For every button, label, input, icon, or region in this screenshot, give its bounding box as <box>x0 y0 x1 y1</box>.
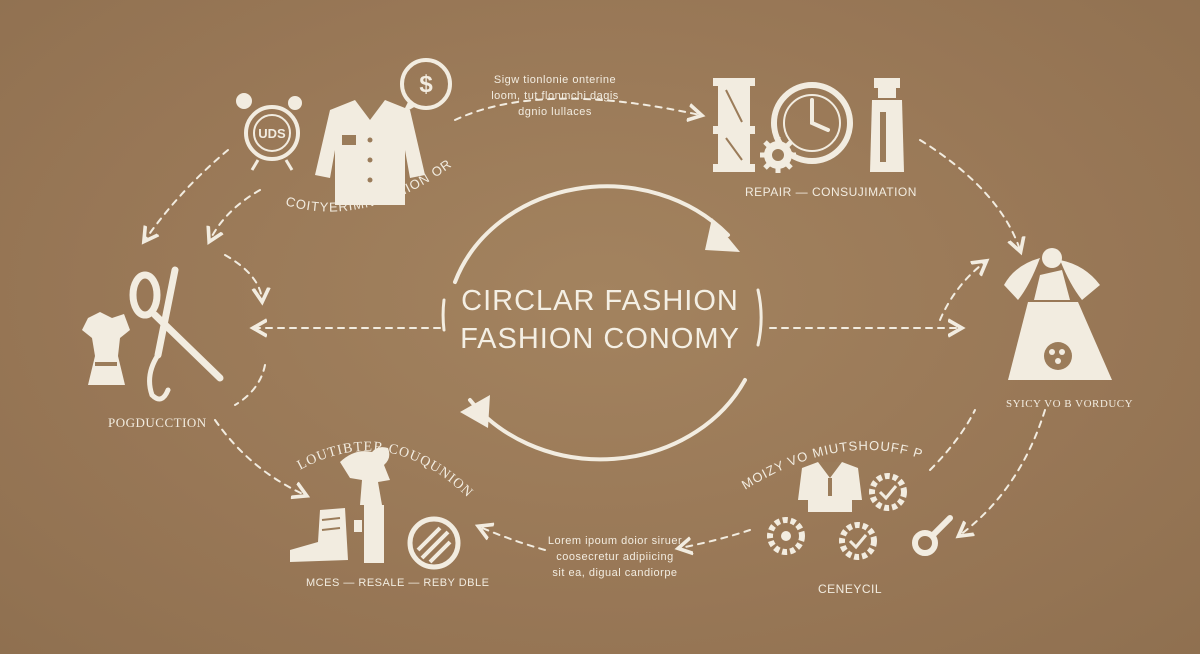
gear-icon <box>760 137 796 173</box>
shirt-icon <box>315 100 425 205</box>
resale-label: MCES — RESALE — REBY DBLE <box>306 577 490 589</box>
right-node-label: SYICY VO B VORDUCY <box>1006 398 1134 410</box>
figure-icon <box>340 447 390 563</box>
bottom-left-arc-label: LOUTIBTER COUQUNIONIONTIOTION <box>0 0 475 501</box>
cycle-arc-bottom <box>468 378 747 462</box>
badge-text: UDS <box>258 126 286 141</box>
polo-shirt-icon <box>798 462 862 512</box>
connector-production-to-bottom <box>214 419 305 495</box>
cycle-arc-left <box>441 298 446 332</box>
clock-icon <box>771 82 853 164</box>
connector-shirt-to-production <box>210 189 261 240</box>
wrench-icon <box>912 515 953 556</box>
connector-badge-to-production <box>145 149 229 240</box>
bottom-note-line: coosecretur adipiicing <box>556 551 674 563</box>
top-left-arc-label: COITYERIMN NANION OR DECOOFY <box>0 0 457 215</box>
cycle-arc-right <box>756 288 763 347</box>
connector-right-to-recycle <box>960 409 1046 535</box>
dress-form-icon <box>82 312 130 385</box>
svg-text:COITYERIMN NANION OR DECOOFY: COITYERIMN NANION OR DECOOFY <box>0 0 458 215</box>
top-note-line: loom, tut flonmchi dagis <box>491 90 619 102</box>
center-title-line1: CIRCLAR FASHION <box>461 285 739 317</box>
price-bubble-icon <box>400 58 452 114</box>
svg-text:LOUTIBTER COUQUNIONIONTIOTION: LOUTIBTER COUQUNIONIONTIOTION <box>0 0 476 501</box>
thread-spool-icon <box>713 78 755 172</box>
connector-recycle-up <box>929 409 976 471</box>
production-label: POGDUCCTION <box>108 415 207 430</box>
connector-repair-to-right <box>919 139 1020 250</box>
check-gear-icon <box>767 473 907 560</box>
badge-icon <box>236 93 302 171</box>
cycle-arrowhead-top <box>705 218 740 252</box>
connector-note-to-bottom-left <box>480 527 546 551</box>
connector-inner-left-down <box>234 364 266 406</box>
connector-bottom-right-to-note <box>680 529 751 548</box>
scissors-icon <box>129 266 224 402</box>
scale-pot-icon <box>1004 248 1112 380</box>
connector-note-to-repair <box>454 97 700 120</box>
bottom-note: Lorem ipoum doior siruer coosecretur adi… <box>530 533 700 581</box>
bottom-note-line: sit ea, digual candiorpe <box>552 567 678 579</box>
boot-icon <box>290 508 348 562</box>
bottom-note-line: Lorem ipoum doior siruer <box>547 535 683 547</box>
recycle-label: CENEYCIL <box>818 582 883 596</box>
connector-production-inner <box>224 254 262 300</box>
center-title-line2: FASHION CONOMY <box>460 323 740 355</box>
price-symbol: $ <box>419 71 433 98</box>
top-note-line: dgnio lullaces <box>518 106 592 118</box>
repair-label: REPAIR — CONSUJIMATION <box>745 185 917 199</box>
disc-icon <box>407 516 461 570</box>
connector-right-return <box>939 262 985 321</box>
top-note-line: Sigw tionlonie onterine <box>493 74 617 86</box>
cycle-arrowhead-bottom <box>460 395 490 428</box>
top-note: Sigw tionlonie onterine loom, tut flonmc… <box>470 72 640 120</box>
cycle-arc-top <box>453 184 730 284</box>
bottle-icon <box>870 78 904 172</box>
